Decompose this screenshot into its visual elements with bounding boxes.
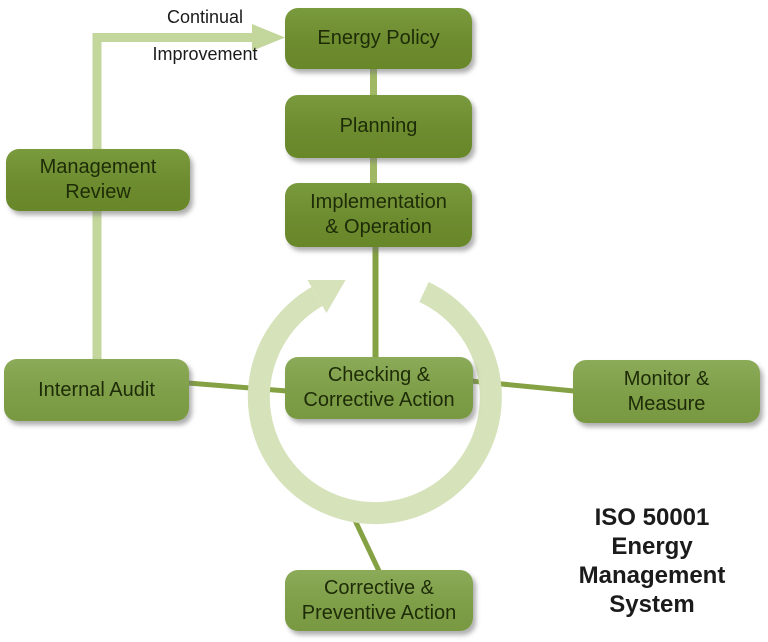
box-monitor-label-line2: Measure	[627, 392, 706, 415]
cycle-arrow	[247, 282, 502, 525]
box-internal-audit-label: Internal Audit	[38, 378, 155, 401]
caption-line2: Energy	[611, 533, 693, 560]
box-checking-label-line2: Corrective Action	[303, 389, 455, 411]
cycle-arrowhead-icon	[307, 280, 346, 313]
box-corrective-preventive-action: Corrective & Preventive Action	[285, 570, 473, 631]
box-internal-audit: Internal Audit	[4, 359, 189, 421]
box-monitor-label-line1: Monitor &	[623, 367, 710, 390]
box-corrective-label-line1: Corrective &	[323, 576, 435, 599]
box-planning-label: Planning	[339, 115, 418, 137]
caption-line3: Management	[578, 562, 726, 589]
continual-improvement-label-line1: Continual	[166, 7, 244, 27]
box-checking-corrective-action: Checking & Corrective Action	[285, 357, 473, 419]
box-monitor-measure: Monitor & Measure	[573, 360, 760, 423]
connector-internal-audit-to-checking	[187, 380, 288, 394]
box-energy-policy: Energy Policy	[285, 8, 472, 69]
box-management-review-label-line2: Review	[65, 181, 131, 203]
box-implementation-label-line2: & Operation	[325, 216, 432, 238]
continual-improvement-arrow-line	[92, 33, 252, 151]
continual-improvement-label-line2: Improvement	[152, 44, 258, 64]
connector-cycle-to-corrective	[349, 512, 382, 573]
box-management-review: Management Review	[6, 149, 190, 211]
box-implementation-label-line1: Implementation	[310, 191, 447, 213]
box-planning: Planning	[285, 95, 472, 158]
box-checking-label-line1: Checking &	[327, 364, 431, 386]
box-corrective-label-line2: Preventive Action	[301, 601, 457, 624]
caption-line4: System	[609, 591, 695, 618]
continual-improvement-arrowhead-icon	[252, 24, 285, 51]
box-implementation-operation: Implementation & Operation	[285, 183, 472, 247]
caption-iso-50001: ISO 50001 Energy Management System	[558, 503, 746, 619]
box-energy-policy-label: Energy Policy	[317, 27, 440, 49]
box-management-review-label-line1: Management	[39, 156, 157, 178]
caption-line1: ISO 50001	[594, 504, 710, 531]
